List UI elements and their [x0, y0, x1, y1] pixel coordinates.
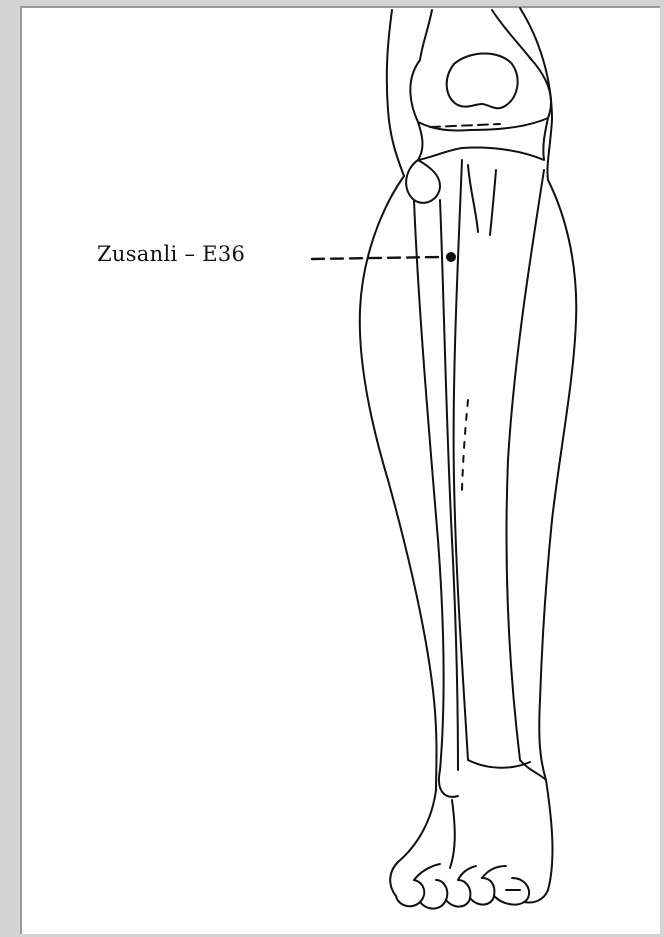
tibia-crest [462, 400, 468, 490]
lateral-malleolus [439, 770, 458, 797]
tibial-tuberosity [468, 165, 478, 232]
patella [447, 54, 518, 109]
leg-outline-left [360, 176, 437, 790]
tibia-shaft-right [507, 170, 545, 760]
knee-capsule [410, 58, 551, 131]
leg-outline-right [539, 180, 576, 780]
femur-line-left [420, 10, 432, 60]
toe-5 [494, 878, 529, 905]
leader-line [312, 257, 440, 259]
fibula-shaft-left [414, 200, 444, 770]
foot-outline-right [524, 780, 552, 903]
acupoint-label: Zusanli – E36 [97, 242, 245, 266]
knee-joint-line [430, 124, 500, 127]
foot-instep [450, 800, 455, 868]
toe-3 [446, 880, 470, 907]
fibula-head [406, 160, 440, 203]
thigh-outline-left [387, 10, 404, 176]
tibia-shaft-left [454, 160, 468, 760]
acupoint-marker [446, 252, 456, 262]
tibial-tuberosity-2 [490, 170, 496, 235]
toe-creases [414, 864, 506, 880]
toe-4 [470, 878, 494, 905]
